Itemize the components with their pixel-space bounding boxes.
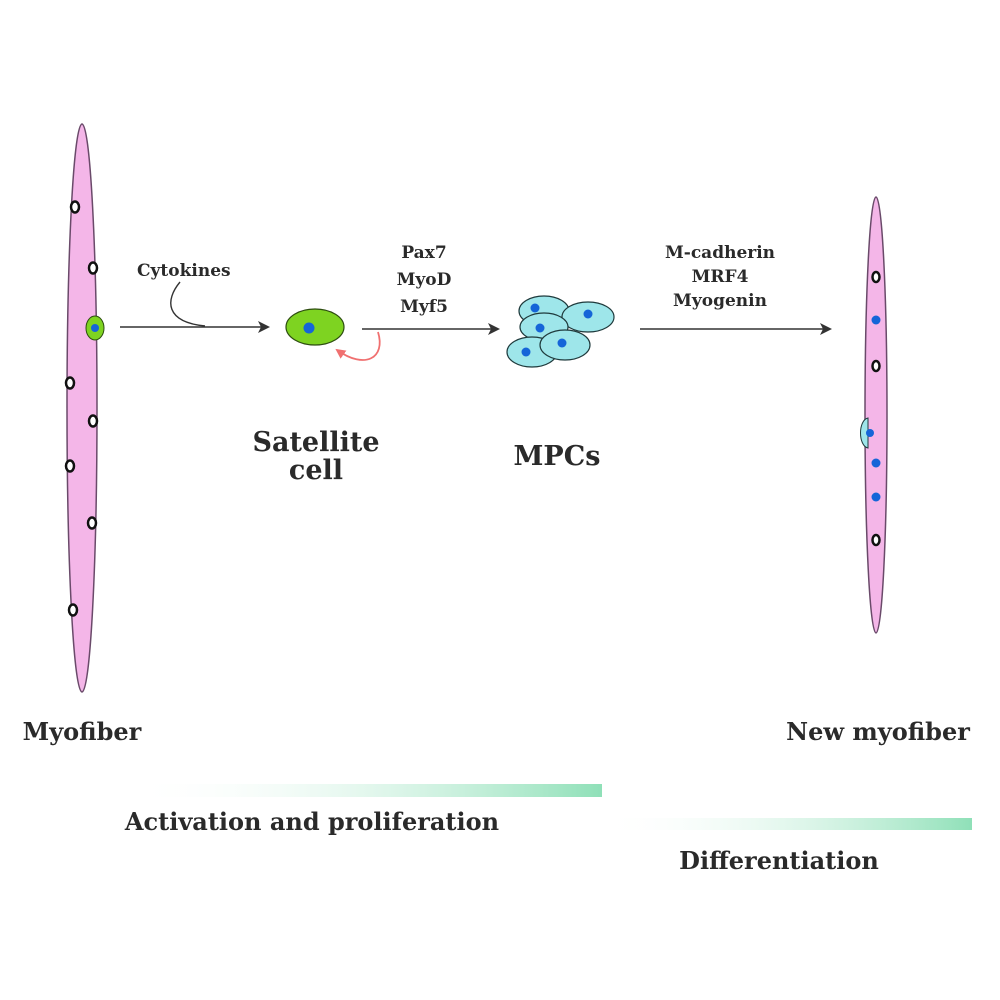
factor-myod: MyoD [397, 270, 452, 290]
activation-label: Activation and proliferation [124, 807, 499, 836]
new-myofiber-label: New myofiber [786, 717, 970, 746]
factor-myogenin: Myogenin [673, 291, 767, 311]
self-renewal-arrow [335, 331, 381, 361]
new-myofiber [860, 196, 888, 634]
satellite-cell [285, 308, 345, 346]
myofiber-label: Myofiber [23, 717, 142, 746]
new-myofiber-blue-nuclei [871, 315, 881, 502]
cytokines-label: Cytokines [137, 261, 231, 281]
factor-mrf4: MRF4 [692, 267, 749, 287]
myofiber-left [64, 123, 105, 693]
mpc-cluster [506, 295, 615, 368]
factor-myf5: Myf5 [400, 297, 448, 317]
differentiation-bar [600, 818, 972, 830]
myofiber-nuclei [64, 200, 99, 617]
activation-bar [130, 784, 602, 797]
satellite-label-line2: cell [289, 455, 343, 486]
mpcs-label: MPCs [514, 441, 601, 472]
cytokines-curve [170, 281, 206, 327]
new-myofiber-white-nuclei [871, 270, 881, 547]
satellite-label-line1: Satellite [252, 427, 379, 458]
mpc-nuclei [521, 303, 593, 357]
factor-m-cadherin: M-cadherin [665, 243, 775, 263]
differentiation-label: Differentiation [679, 846, 879, 875]
factor-pax7: Pax7 [401, 243, 446, 263]
